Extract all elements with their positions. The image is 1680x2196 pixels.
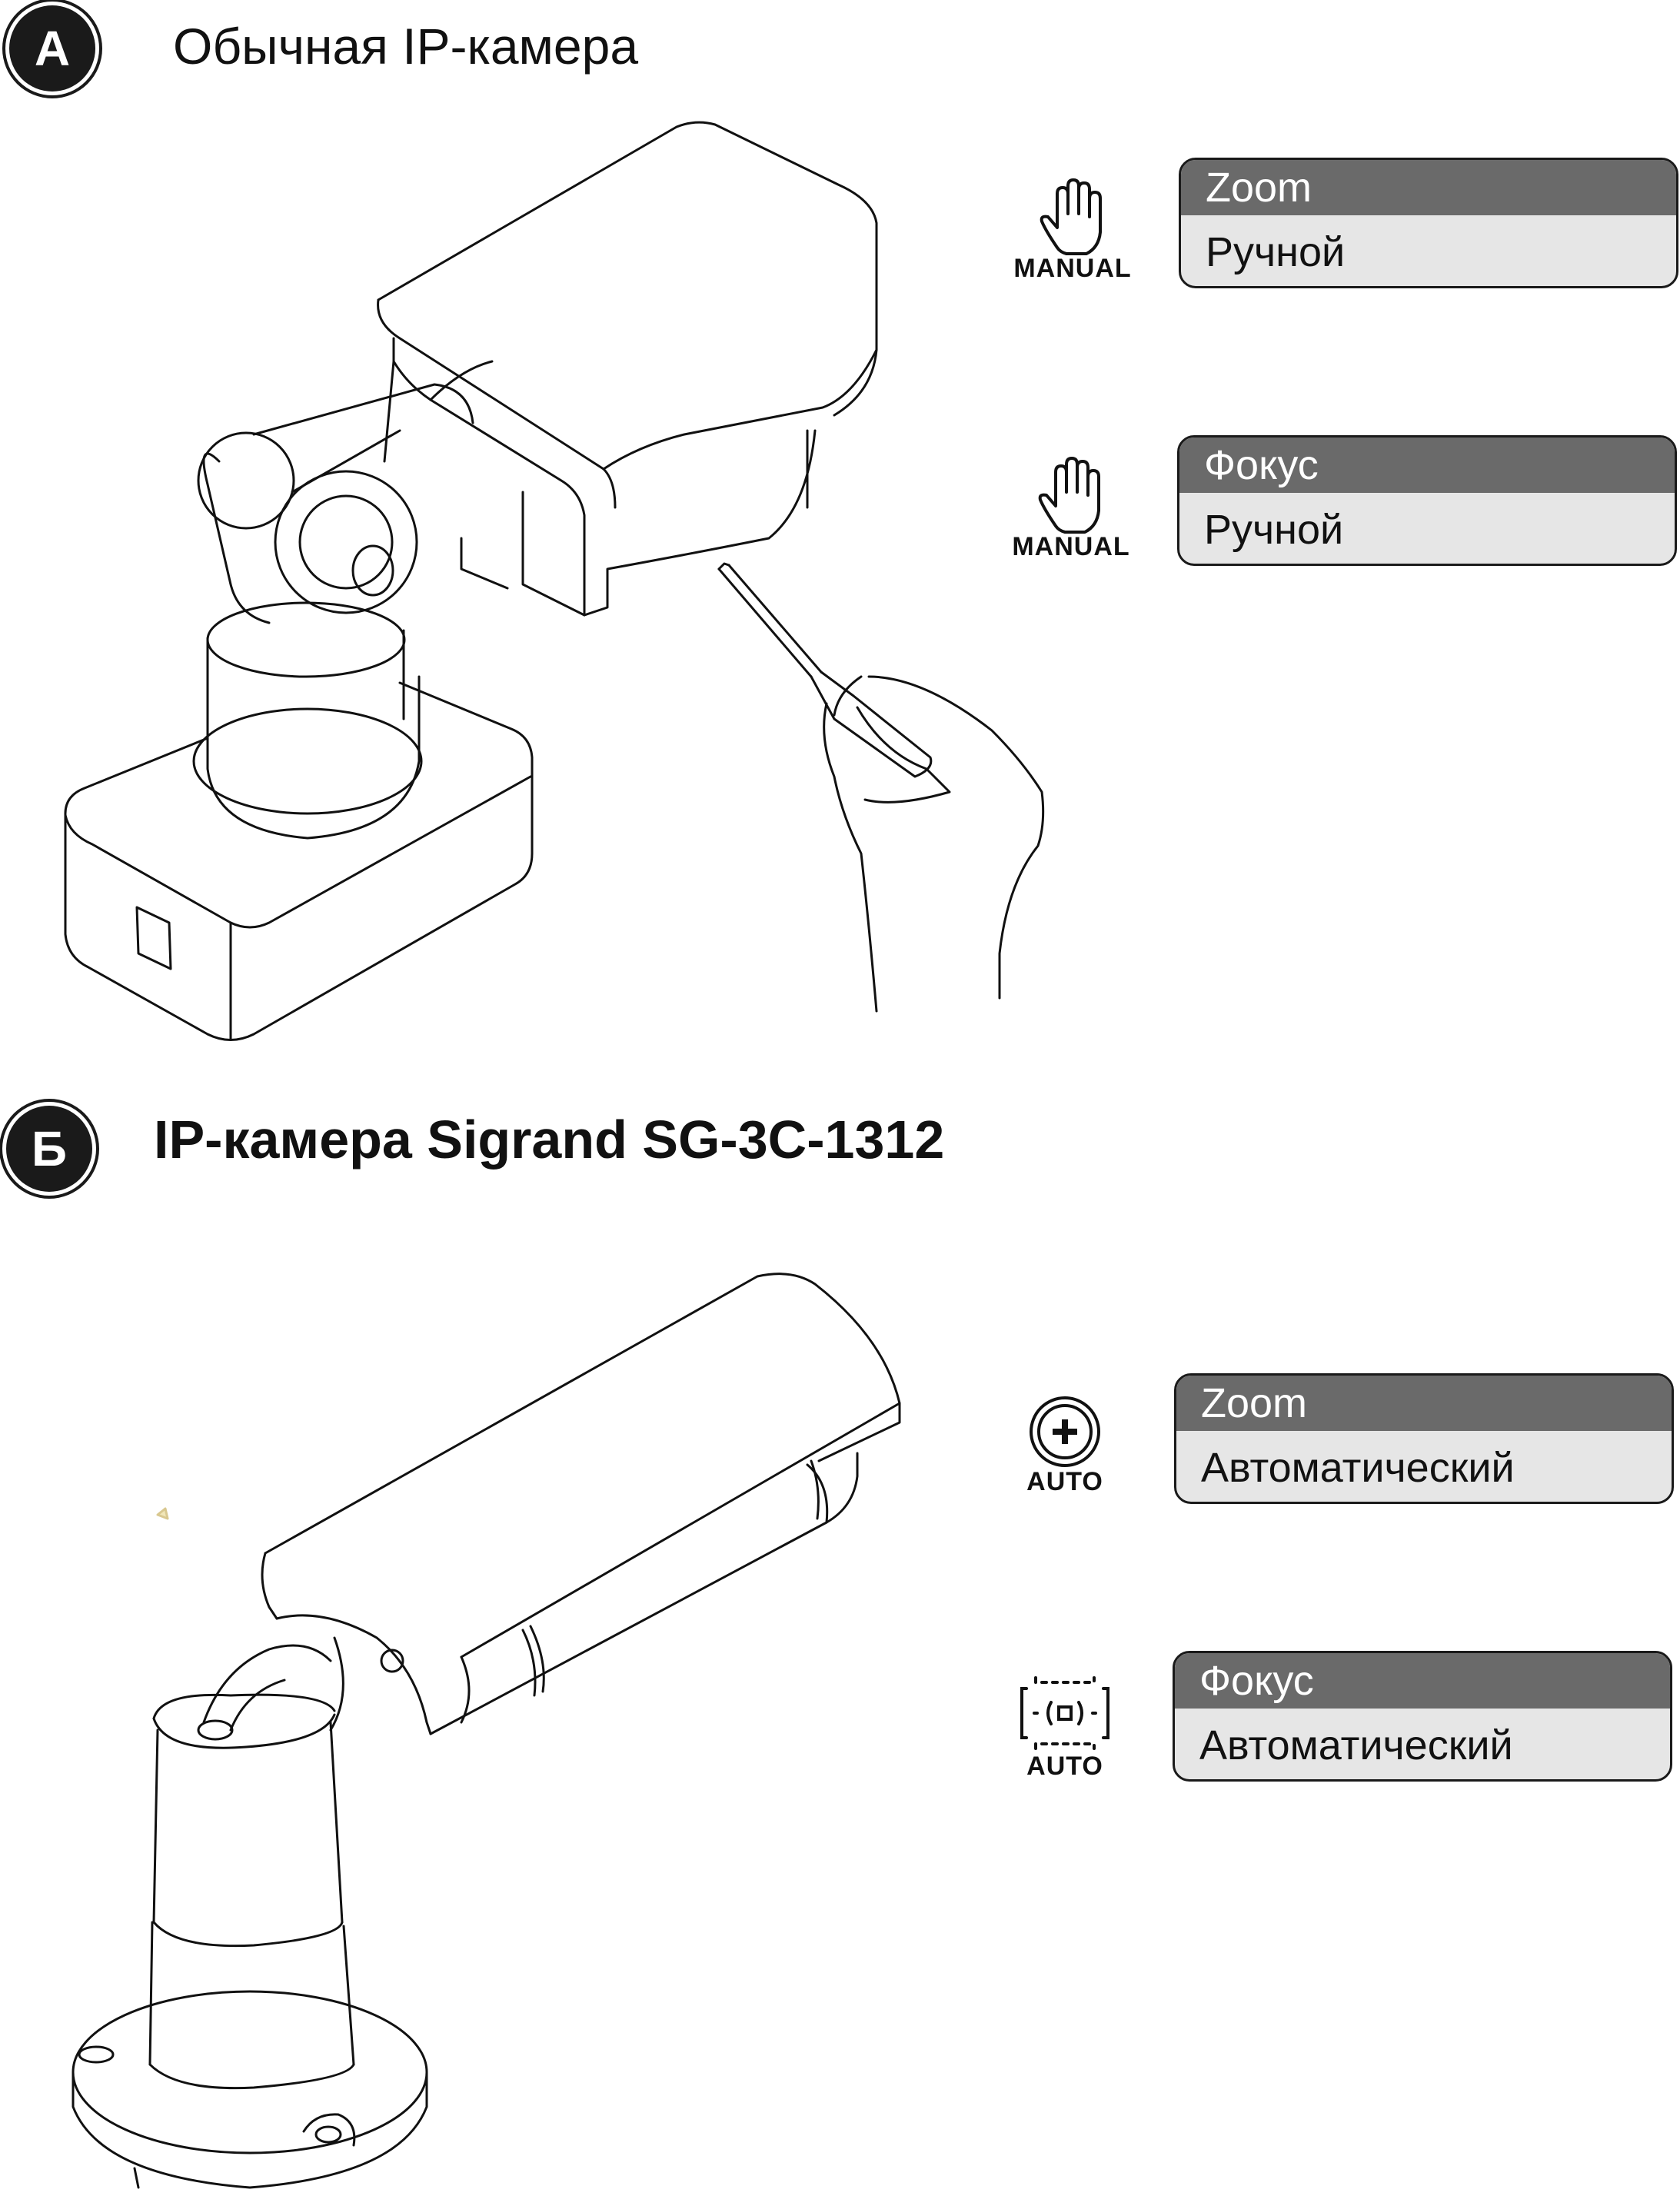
zoom-panel-a: Zoom Ручной <box>1179 158 1678 288</box>
section-a-title: Обычная IP-камера <box>173 18 639 75</box>
manual-zoom-indicator: MANUAL <box>1003 177 1142 292</box>
auto-focus-label: AUTO <box>1026 1752 1103 1781</box>
section-a-badge-letter: А <box>34 21 71 76</box>
hand-icon <box>1038 457 1100 534</box>
section-b-badge-letter: Б <box>32 1121 67 1176</box>
section-a-badge: А <box>9 5 95 92</box>
zoom-panel-b-header: Zoom <box>1176 1376 1672 1431</box>
manual-focus-indicator: MANUAL <box>1002 455 1140 571</box>
auto-zoom-icon <box>1030 1396 1100 1467</box>
auto-focus-indicator: AUTO <box>996 1675 1134 1790</box>
section-b-badge: Б <box>6 1106 92 1192</box>
hand-icon <box>1040 178 1102 255</box>
auto-focus-icon <box>1020 1676 1109 1750</box>
auto-zoom-label: AUTO <box>1026 1467 1103 1496</box>
standard-camera-illustration <box>64 121 1045 1041</box>
focus-panel-b-header: Фокус <box>1175 1653 1670 1709</box>
focus-panel-a-header: Фокус <box>1179 438 1675 493</box>
focus-panel-a-value: Ручной <box>1204 507 1344 553</box>
zoom-panel-b: Zoom Автоматический <box>1174 1373 1674 1504</box>
auto-zoom-indicator: AUTO <box>996 1393 1134 1509</box>
zoom-panel-a-header: Zoom <box>1181 160 1676 215</box>
focus-panel-a: Фокус Ручной <box>1177 435 1677 566</box>
section-b-title: IP-камера Sigrand SG-3C-1312 <box>154 1110 945 1170</box>
sigrand-camera-illustration <box>72 1273 901 2189</box>
focus-panel-b-value: Автоматический <box>1199 1722 1513 1768</box>
zoom-panel-a-value: Ручной <box>1206 229 1346 275</box>
manual-zoom-label: MANUAL <box>1013 254 1132 283</box>
manual-focus-label: MANUAL <box>1012 532 1130 561</box>
focus-panel-b: Фокус Автоматический <box>1173 1651 1672 1782</box>
zoom-panel-b-value: Автоматический <box>1201 1445 1515 1491</box>
